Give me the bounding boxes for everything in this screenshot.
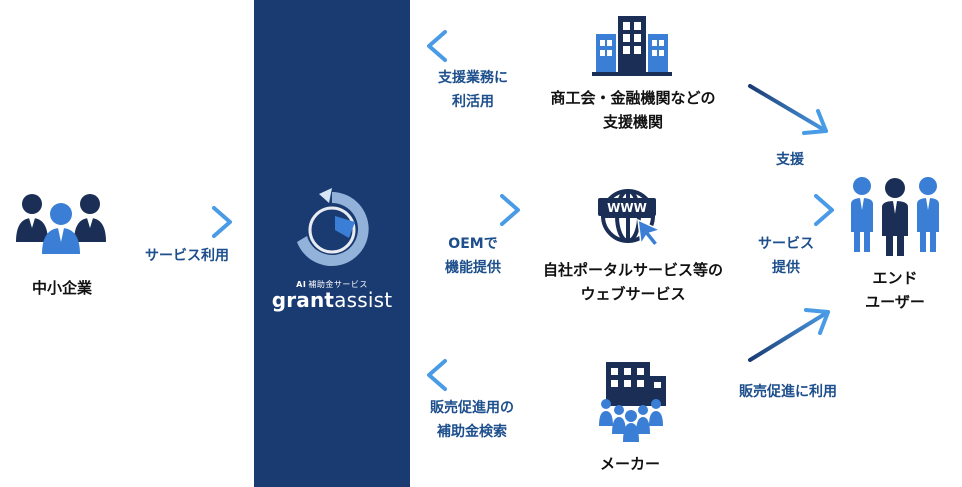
sme-use-label: サービス利用 xyxy=(145,248,229,264)
support-label: 支援 xyxy=(776,152,804,168)
support-use-label: 支援業務に利活用 xyxy=(438,70,508,110)
oem-label: OEMで機能提供 xyxy=(445,236,501,276)
portal-label: 自社ポータルサービス等のウェブサービス xyxy=(542,261,723,303)
sales-search-label: 販売促進用の補助金検索 xyxy=(430,400,514,440)
arrow-grantassist-to-portal xyxy=(428,194,520,226)
arrow-sme-to-grantassist xyxy=(142,206,232,238)
arrow-chamber-to-grantassist xyxy=(427,30,518,62)
maker-building-people-icon xyxy=(599,362,666,442)
end-users-icon xyxy=(851,177,939,256)
sme-label: 中小企業 xyxy=(31,279,92,297)
sme-people-icon xyxy=(16,194,106,254)
chamber-label: 商工会・金融機関などの支援機関 xyxy=(550,89,716,131)
service-provide-label: サービス提供 xyxy=(758,236,814,276)
svg-text:WWW: WWW xyxy=(607,201,647,215)
arrow-maker-to-grantassist xyxy=(427,359,518,391)
buildings-icon xyxy=(592,16,672,76)
arrow-maker-to-enduser xyxy=(748,308,830,362)
arrow-chamber-to-enduser xyxy=(748,84,828,135)
www-globe-icon: WWW xyxy=(598,189,663,248)
grantassist-logo-icon xyxy=(297,188,369,266)
end-user-label: エンドユーザー xyxy=(865,269,925,311)
arrow-portal-to-enduser xyxy=(742,194,834,226)
maker-label: メーカー xyxy=(599,455,660,473)
brand-name: grantassist xyxy=(271,288,393,312)
sales-use-label: 販売促進に利用 xyxy=(739,384,837,400)
